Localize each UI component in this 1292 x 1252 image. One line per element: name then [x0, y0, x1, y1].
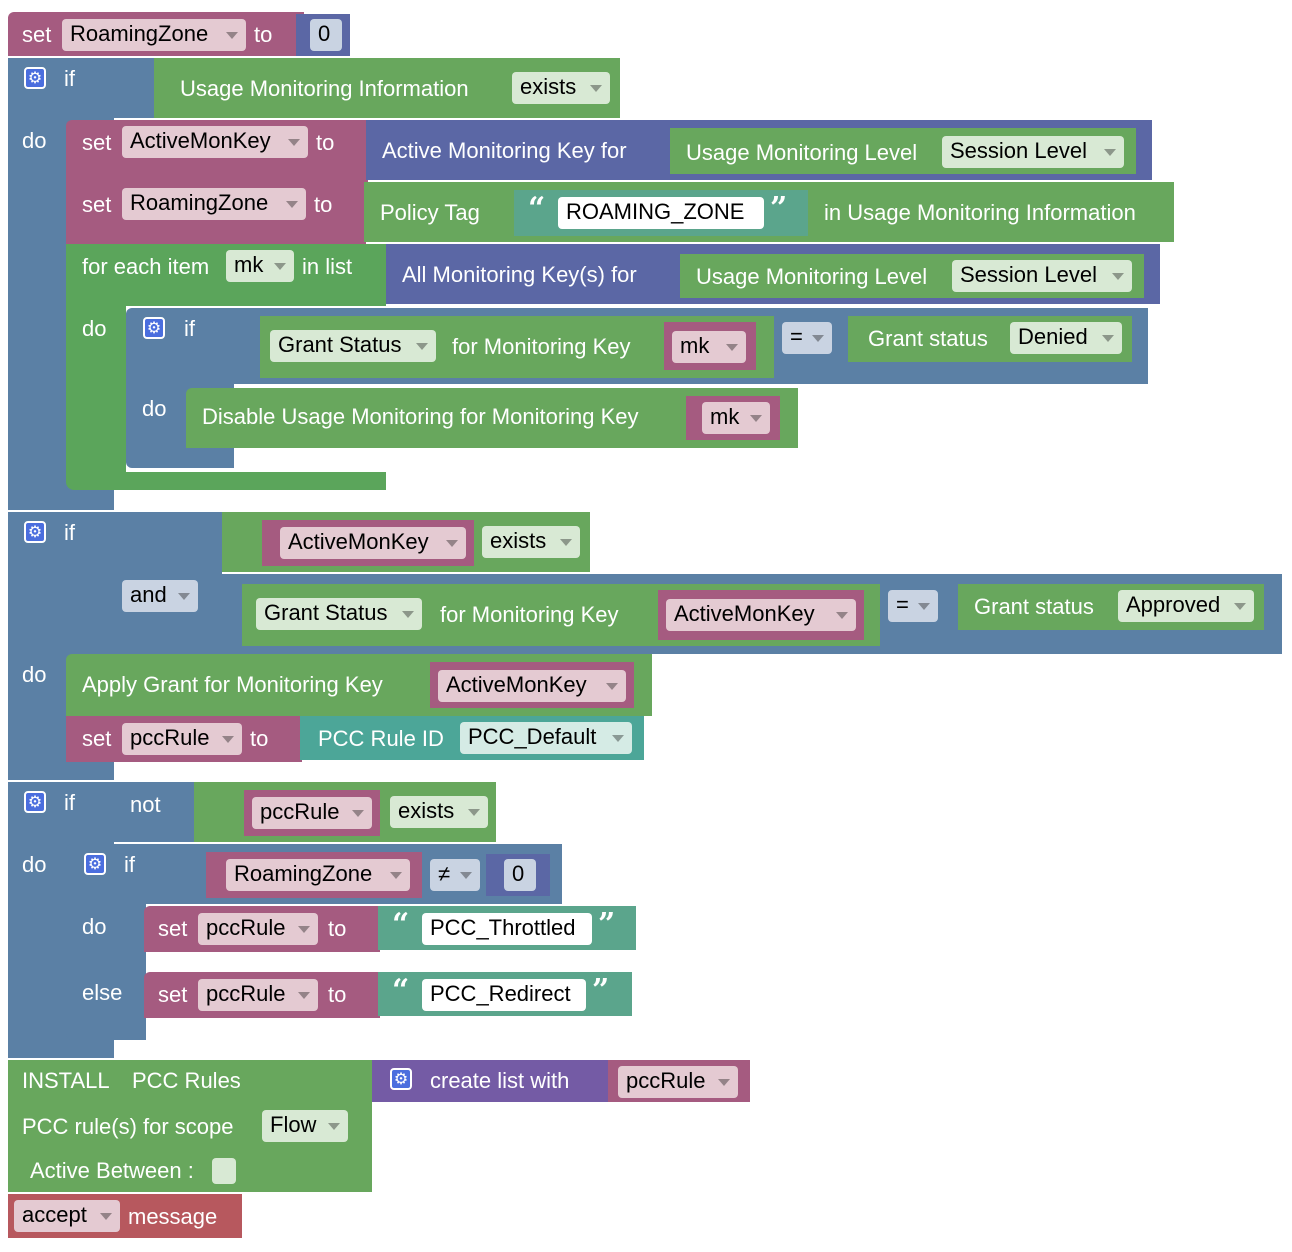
- gear-icon[interactable]: ⚙: [84, 853, 106, 875]
- equals-dropdown[interactable]: =: [782, 322, 832, 354]
- set-label: set: [82, 192, 112, 217]
- if-label: if: [184, 316, 195, 341]
- set-label: set: [22, 22, 52, 47]
- not-equals-dropdown[interactable]: ≠: [430, 859, 480, 891]
- gear-icon[interactable]: ⚙: [390, 1068, 412, 1090]
- session-level-dropdown[interactable]: Session Level: [952, 260, 1132, 292]
- pcc-rule-id-label: PCC Rule ID: [318, 726, 444, 751]
- pccrule-dropdown[interactable]: pccRule: [198, 979, 318, 1011]
- usage-monitoring-information-label: Usage Monitoring Information: [180, 76, 469, 101]
- equals-dropdown[interactable]: =: [888, 590, 938, 622]
- exists-dropdown[interactable]: exists: [512, 72, 610, 104]
- gear-icon[interactable]: ⚙: [24, 67, 46, 89]
- do-label: do: [22, 852, 47, 877]
- pcc-throttled-string-field[interactable]: PCC_Throttled: [422, 913, 592, 945]
- pccrule-dropdown[interactable]: pccRule: [618, 1066, 738, 1098]
- create-list-with-label: create list with: [430, 1068, 570, 1093]
- mk-dropdown[interactable]: mk: [672, 331, 746, 363]
- gear-icon[interactable]: ⚙: [24, 521, 46, 543]
- gear-icon[interactable]: ⚙: [143, 317, 165, 339]
- not-label: not: [130, 792, 161, 817]
- disable-usage-monitoring-label: Disable Usage Monitoring for Monitoring …: [202, 404, 639, 429]
- number-field[interactable]: 0: [504, 859, 536, 891]
- do-label: do: [22, 662, 47, 687]
- apply-grant-label: Apply Grant for Monitoring Key: [82, 672, 383, 697]
- activemonkey-dropdown[interactable]: ActiveMonKey: [438, 670, 626, 702]
- pcc-default-dropdown[interactable]: PCC_Default: [460, 722, 632, 754]
- roamingzone-dropdown[interactable]: RoamingZone: [226, 859, 410, 891]
- if-label: if: [64, 66, 75, 91]
- in-usage-monitoring-information-label: in Usage Monitoring Information: [824, 200, 1136, 225]
- open-quote-icon: “: [392, 907, 410, 942]
- for-each-item-label: for each item: [82, 254, 210, 279]
- number-field[interactable]: 0: [310, 19, 342, 51]
- pccrule-dropdown[interactable]: pccRule: [252, 797, 372, 829]
- mk-dropdown[interactable]: mk: [702, 402, 770, 434]
- close-quote-icon: ”: [770, 191, 788, 226]
- inner-if-else-block[interactable]: [66, 844, 146, 1040]
- set-label: set: [82, 726, 112, 751]
- pccrule-dropdown[interactable]: pccRule: [122, 723, 242, 755]
- to-label: to: [250, 726, 269, 751]
- to-label: to: [316, 130, 335, 155]
- flow-dropdown[interactable]: Flow: [262, 1110, 348, 1142]
- active-monitoring-key-for-label: Active Monitoring Key for: [382, 138, 627, 163]
- gear-icon[interactable]: ⚙: [24, 791, 46, 813]
- set-label: set: [82, 130, 112, 155]
- install-label: INSTALL: [22, 1068, 110, 1093]
- pcc-redirect-string-field[interactable]: PCC_Redirect: [422, 979, 586, 1011]
- do-label: do: [22, 128, 47, 153]
- grant-status-dropdown[interactable]: Grant Status: [270, 330, 436, 362]
- activemonkey-dropdown[interactable]: ActiveMonKey: [666, 599, 856, 631]
- approved-dropdown[interactable]: Approved: [1118, 590, 1254, 622]
- for-monitoring-key-label: for Monitoring Key: [440, 602, 619, 627]
- usage-monitoring-level-label: Usage Monitoring Level: [686, 140, 918, 165]
- roamingzone-dropdown[interactable]: RoamingZone: [122, 188, 306, 220]
- accept-dropdown[interactable]: accept: [14, 1200, 120, 1232]
- do-label: do: [82, 316, 107, 341]
- to-label: to: [328, 982, 347, 1007]
- roamingzone-dropdown[interactable]: RoamingZone: [62, 19, 246, 51]
- set-label: set: [158, 916, 188, 941]
- set-label: set: [158, 982, 188, 1007]
- if-label: if: [64, 520, 75, 545]
- for-monitoring-key-label: for Monitoring Key: [452, 334, 631, 359]
- exists-dropdown[interactable]: exists: [482, 526, 580, 558]
- pcc-rules-label: PCC Rules: [132, 1068, 241, 1093]
- do-label: do: [82, 914, 107, 939]
- pccrule-dropdown[interactable]: pccRule: [198, 913, 318, 945]
- usage-monitoring-level-label: Usage Monitoring Level: [696, 264, 928, 289]
- to-label: to: [314, 192, 333, 217]
- mk-dropdown[interactable]: mk: [226, 250, 294, 282]
- close-quote-icon: ”: [598, 907, 616, 942]
- exists-dropdown[interactable]: exists: [390, 796, 488, 828]
- policy-tag-label: Policy Tag: [380, 200, 480, 225]
- open-quote-icon: “: [392, 973, 410, 1008]
- active-between-checkbox[interactable]: [212, 1158, 236, 1184]
- do-label: do: [142, 396, 167, 421]
- else-label: else: [82, 980, 123, 1005]
- grant-status-dropdown[interactable]: Grant Status: [256, 598, 422, 630]
- message-label: message: [128, 1204, 218, 1229]
- and-dropdown[interactable]: and: [122, 580, 198, 612]
- grant-status-label: Grant status: [974, 594, 1094, 619]
- to-label: to: [254, 22, 273, 47]
- active-between-label: Active Between :: [30, 1158, 194, 1183]
- activemonkey-dropdown[interactable]: ActiveMonKey: [122, 126, 308, 158]
- close-quote-icon: ”: [592, 973, 610, 1008]
- grant-status-label: Grant status: [868, 326, 988, 351]
- if-label: if: [64, 790, 75, 815]
- denied-dropdown[interactable]: Denied: [1010, 322, 1122, 354]
- activemonkey-dropdown[interactable]: ActiveMonKey: [280, 527, 466, 559]
- open-quote-icon: “: [528, 191, 546, 226]
- pcc-rule-scope-label: PCC rule(s) for scope: [22, 1114, 234, 1139]
- roaming-zone-string-field[interactable]: ROAMING_ZONE: [558, 197, 764, 229]
- to-label: to: [328, 916, 347, 941]
- in-list-label: in list: [302, 254, 353, 279]
- if-label: if: [124, 852, 135, 877]
- session-level-dropdown[interactable]: Session Level: [942, 136, 1124, 168]
- all-monitoring-keys-for-label: All Monitoring Key(s) for: [402, 262, 637, 287]
